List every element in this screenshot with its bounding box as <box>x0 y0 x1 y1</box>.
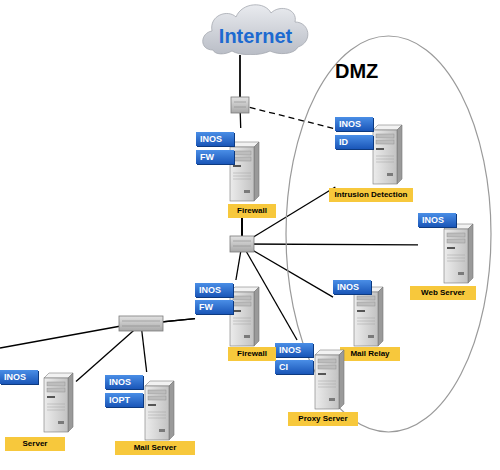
network-switch <box>231 97 249 113</box>
role-tag: FW <box>196 150 234 164</box>
network-link <box>242 206 333 297</box>
network-switch <box>119 316 163 331</box>
server-node: INOSIOPTMail Server <box>105 372 177 442</box>
os-tag: INOS <box>105 375 143 389</box>
network-link <box>240 55 335 129</box>
server-icon <box>307 348 345 410</box>
internet-cloud: Internet <box>198 0 313 55</box>
role-tag: CI <box>275 360 313 374</box>
server-label: Firewall <box>228 204 276 218</box>
role-tag: FW <box>195 300 233 314</box>
network-hub <box>230 236 254 252</box>
server-node: INOSServer <box>0 368 76 434</box>
os-tag: INOS <box>196 132 234 146</box>
network-link <box>240 55 242 128</box>
server-node: INOSWeb Server <box>418 210 476 286</box>
server-node: INOSFWFirewall <box>195 128 262 206</box>
server-node: INOSIDIntrusion Detection <box>335 115 405 187</box>
link-segment <box>76 324 141 381</box>
link-segment <box>242 243 418 245</box>
link-segment <box>240 105 335 129</box>
os-tag: INOS <box>418 213 456 227</box>
server-label: Server <box>5 437 65 451</box>
network-wire <box>0 326 121 348</box>
cloud-label: Internet <box>198 24 313 48</box>
role-tag: ID <box>335 135 373 149</box>
server-label: Web Server <box>410 286 476 300</box>
server-label: Mail Relay <box>340 347 400 361</box>
server-label: Mail Server <box>115 441 195 455</box>
server-label: Intrusion Detection <box>329 188 413 202</box>
dmz-zone: DMZINOSIDIntrusion DetectionINOSWeb Serv… <box>285 35 492 433</box>
os-tag: INOS <box>275 343 313 357</box>
os-tag: INOS <box>195 283 233 297</box>
server-icon <box>36 371 74 433</box>
server-icon <box>346 285 384 347</box>
server-icon <box>365 123 403 185</box>
server-node: INOSMail Relay <box>333 278 385 348</box>
server-label: Firewall <box>228 347 276 361</box>
os-tag: INOS <box>0 370 38 384</box>
os-tag: INOS <box>333 280 371 294</box>
server-label: Proxy Server <box>288 412 358 426</box>
server-icon <box>436 222 474 284</box>
server-node: INOSFWFirewall <box>195 280 262 348</box>
server-node: INOSCIProxy Server <box>275 340 345 412</box>
zone-label: DMZ <box>335 59 378 83</box>
role-tag: IOPT <box>105 393 143 407</box>
os-tag: INOS <box>335 117 373 131</box>
